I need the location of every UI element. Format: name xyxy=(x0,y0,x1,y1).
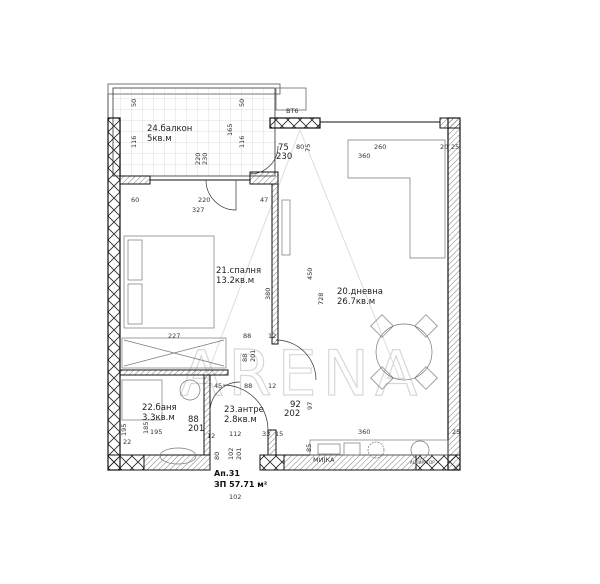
living-name: 20.дневна xyxy=(337,287,383,297)
dimension-label: 20 xyxy=(440,143,448,151)
walls xyxy=(107,117,461,471)
shower xyxy=(121,379,163,421)
dimension-label: 327 xyxy=(192,206,204,214)
dimension-label: 230 xyxy=(276,152,292,162)
dimension-label: 227 xyxy=(168,332,180,340)
balcony-area: 5кв.м xyxy=(147,134,172,144)
bedroom-name: 21.спалня xyxy=(216,266,261,276)
dimension-label: 195 xyxy=(150,428,162,436)
living-area: 26.7кв.м xyxy=(337,297,375,307)
balcony xyxy=(107,83,307,177)
dimension-label: 165 xyxy=(226,124,234,136)
dimension-label: 116 xyxy=(238,136,246,148)
washbasin xyxy=(159,447,197,465)
balcony-name: 24.балкон xyxy=(147,124,192,134)
dimension-label: 60 xyxy=(131,196,139,204)
dimension-label: 102 xyxy=(227,448,235,460)
dining-table xyxy=(375,323,433,381)
dimension-label: 220 xyxy=(198,196,210,204)
dimension-label: 22 xyxy=(123,438,131,446)
dimension-label: 360 xyxy=(358,152,370,160)
dimension-label: 202 xyxy=(284,409,300,419)
dimension-label: 102 xyxy=(229,493,241,501)
dimension-label: 185 xyxy=(142,422,150,434)
dimension-label: 116 xyxy=(130,136,138,148)
dimension-label: 12 xyxy=(268,382,276,390)
dimension-label: 195 xyxy=(120,424,128,436)
dimension-label: 80 xyxy=(296,143,304,151)
watermark-shape xyxy=(204,128,401,381)
dimension-label: 260 xyxy=(374,143,386,151)
sofa xyxy=(347,139,446,259)
dimension-label: 85 xyxy=(305,444,313,452)
dimension-label: 201 xyxy=(249,350,257,362)
marker-bt6: ВТ6 xyxy=(286,107,299,115)
dimension-label: 75 xyxy=(278,143,289,153)
kitchen-counter xyxy=(309,439,449,456)
dimension-label: 201 xyxy=(188,424,204,434)
dimension-label: 25 xyxy=(451,143,459,151)
dimension-label: 50 xyxy=(238,99,246,107)
bathroom-name: 22.баня xyxy=(142,403,177,413)
electrical-panel xyxy=(179,379,201,401)
bed xyxy=(123,235,215,329)
wardrobe xyxy=(281,199,291,256)
dimension-label: 33 xyxy=(262,430,270,438)
dimension-label: 360 xyxy=(358,428,370,436)
dimension-label: 728 xyxy=(317,293,325,305)
dimension-label: 88 xyxy=(244,382,252,390)
apartment-area: ЗП 57.71 м² xyxy=(214,480,268,489)
dimension-label: 15 xyxy=(275,430,283,438)
furniture xyxy=(121,139,449,465)
dimension-label: 88 xyxy=(241,354,249,362)
dimension-label: 45 xyxy=(214,382,222,390)
dimension-label: 12 xyxy=(207,432,215,440)
dimension-label: 380 xyxy=(264,288,272,300)
dimension-label: 25 xyxy=(452,428,460,436)
dimension-label: 220 xyxy=(194,153,202,165)
sink-label: МИЈКА xyxy=(313,456,335,464)
hall-area: 2.8кв.м xyxy=(224,415,257,425)
dimension-label: 88 xyxy=(243,332,251,340)
apartment-label: Ап.31 xyxy=(214,469,240,478)
dimension-label: 97 xyxy=(306,402,314,410)
dimension-label: 80 xyxy=(213,452,221,460)
built-in-wardrobe xyxy=(121,337,227,369)
dimension-label: 75 xyxy=(304,144,312,152)
dimension-label: 92 xyxy=(290,400,301,410)
bathroom-area: 3.3кв.м xyxy=(142,413,175,423)
bedroom-area: 13.2кв.м xyxy=(216,276,254,286)
dimension-label: 201 xyxy=(235,448,243,460)
dimension-label: 230 xyxy=(201,153,209,165)
dimension-label: 47 xyxy=(260,196,268,204)
hall-name: 23.антре xyxy=(224,405,264,415)
dimension-label: 50 xyxy=(130,99,138,107)
dimension-label: 12 xyxy=(268,332,276,340)
dimension-labels: 50 50 116 116 165 220 230 75 80 230 75 2… xyxy=(120,99,460,501)
cooktop-label: АСПИРАТОР xyxy=(410,460,435,465)
doors xyxy=(205,145,317,431)
dimension-label: 112 xyxy=(229,430,241,438)
dimension-label: 450 xyxy=(306,268,314,280)
dimension-label: 88 xyxy=(188,415,199,425)
